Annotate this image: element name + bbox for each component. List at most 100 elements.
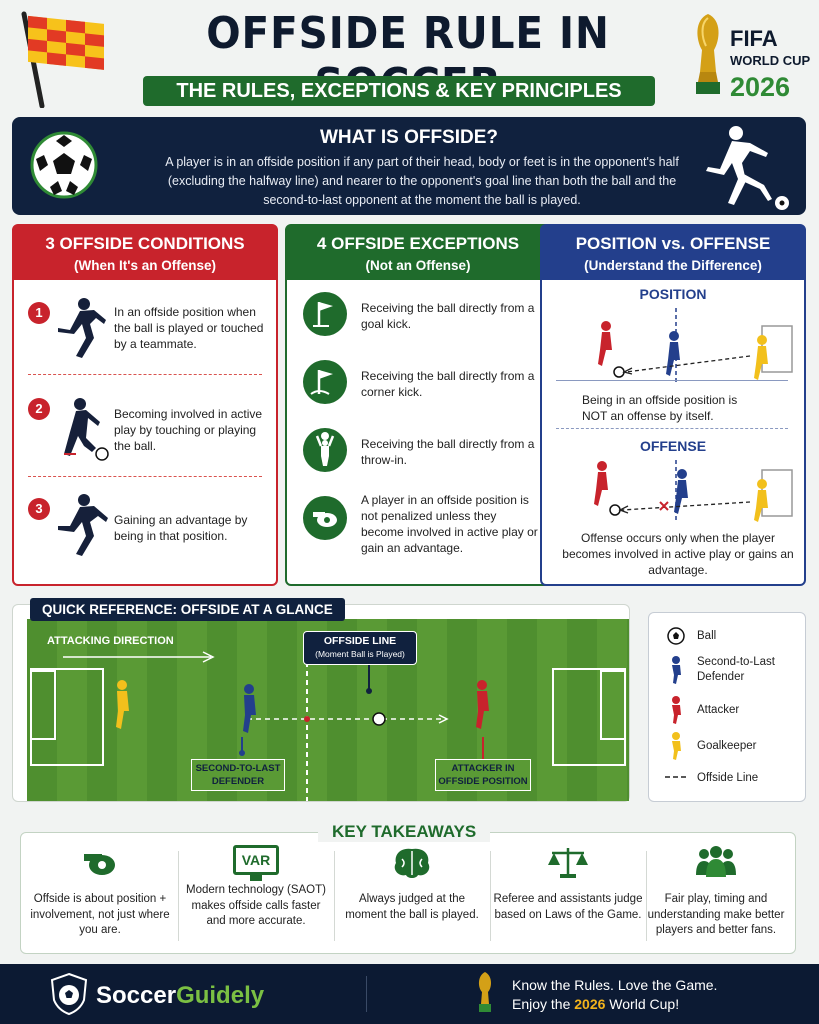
condition-3-text: Gaining an advantage by being in that po… xyxy=(114,513,248,543)
whistle-icon xyxy=(303,496,347,540)
page-subtitle: THE RULES, EXCEPTIONS & KEY PRINCIPLES xyxy=(143,76,655,106)
footer-tagline: Know the Rules. Love the Game. Enjoy the… xyxy=(512,976,717,1014)
var-monitor-icon: VAR xyxy=(233,845,279,881)
goalkeeper-figure xyxy=(754,479,768,522)
defender-figure xyxy=(243,684,256,733)
soccer-guidely-shield-logo xyxy=(50,972,88,1016)
conditions-subtitle: (When It's an Offense) xyxy=(74,258,216,273)
condition-1-text: In an offside position when the ball is … xyxy=(114,305,264,351)
attacker-icon xyxy=(672,696,681,724)
legend: Ball Second-to-Last Defender Attacker Go… xyxy=(648,612,806,802)
offside-line-sublabel: (Moment Ball is Played) xyxy=(315,649,405,659)
tagline-year: 2026 xyxy=(574,996,606,1012)
condition-number-3: 3 xyxy=(28,498,50,520)
quick-reference-panel: ATTACKING DIRECTION OFFSIDE LINE (Moment… xyxy=(12,604,630,802)
position-label: POSITION xyxy=(639,286,707,302)
attacking-direction-label: ATTACKING DIRECTION xyxy=(47,635,174,647)
header: OFFSIDE RULE IN SOCCER THE RULES, EXCEPT… xyxy=(0,0,819,112)
key-takeaways-panel: Offside is about position + involvement,… xyxy=(20,832,796,954)
team-icon xyxy=(696,846,736,877)
quick-reference-title: QUICK REFERENCE: OFFSIDE AT A GLANCE xyxy=(30,598,345,621)
divider xyxy=(366,976,367,1012)
what-is-offside-panel: WHAT IS OFFSIDE? A player is in an offsi… xyxy=(12,117,806,215)
offside-line-label: OFFSIDE LINE xyxy=(323,635,397,647)
exception-4-text: A player in an offside position is not p… xyxy=(361,493,538,555)
defender-figure xyxy=(666,331,680,376)
brand-name: SoccerGuidely xyxy=(96,982,264,1010)
position-vs-subtitle: (Understand the Difference) xyxy=(584,258,762,273)
attacker-figure xyxy=(594,461,608,506)
brand-name-part1: Soccer xyxy=(96,982,177,1009)
attacker-figure xyxy=(598,321,612,366)
exceptions-title: 4 OFFSIDE EXCEPTIONS xyxy=(316,234,520,253)
position-vs-title: POSITION vs. OFFENSE xyxy=(575,234,771,253)
offside-conditions-panel: 3 OFFSIDE CONDITIONS (When It's an Offen… xyxy=(12,224,278,586)
offense-diagram xyxy=(594,460,793,522)
exception-1-text: Receiving the ball directly from a goal … xyxy=(361,301,535,331)
exceptions-header: 4 OFFSIDE EXCEPTIONS (Not an Offense) xyxy=(287,226,549,280)
legend-defender-label: Second-to-Last Defender xyxy=(697,656,775,683)
what-is-offside-heading: WHAT IS OFFSIDE? xyxy=(319,127,499,148)
takeaway-5: Fair play, timing and understanding make… xyxy=(641,845,791,939)
attacker-callout: ATTACKER IN OFFSIDE POSITION xyxy=(435,759,531,791)
position-vs-offense-panel: POSITION vs. OFFENSE (Understand the Dif… xyxy=(540,224,806,586)
position-text: Being in an offside position is NOT an o… xyxy=(582,393,738,423)
legend-ball-label: Ball xyxy=(697,630,717,642)
brain-icon xyxy=(394,848,430,878)
takeaway-4-text: Referee and assistants judge based on La… xyxy=(493,893,643,921)
divider xyxy=(556,428,788,429)
what-is-offside-text: A player is in an offside position if an… xyxy=(165,155,679,207)
takeaway-4: Referee and assistants judge based on La… xyxy=(493,845,643,923)
legend-goalkeeper-label: Goalkeeper xyxy=(697,740,757,752)
position-vs-header: POSITION vs. OFFENSE (Understand the Dif… xyxy=(542,226,804,280)
condition-number-1: 1 xyxy=(28,302,50,324)
takeaway-1: Offside is about position + involvement,… xyxy=(25,845,175,939)
attacker-callout-line2: OFFSIDE POSITION xyxy=(438,776,528,787)
divider xyxy=(490,851,491,941)
offside-line-callout: OFFSIDE LINE (Moment Ball is Played) xyxy=(303,631,417,665)
key-takeaways-title: KEY TAKEAWAYS xyxy=(318,822,491,842)
conditions-title: 3 OFFSIDE CONDITIONS xyxy=(45,234,245,253)
condition-number-2: 2 xyxy=(28,398,50,420)
tagline-line2-c: World Cup! xyxy=(605,996,680,1012)
defender-icon xyxy=(672,656,681,684)
var-icon-text: VAR xyxy=(241,852,271,868)
takeaway-1-text: Offside is about position + involvement,… xyxy=(30,893,170,936)
exception-2-text: Receiving the ball directly from a corne… xyxy=(361,369,535,399)
legend-attacker-label: Attacker xyxy=(697,704,740,716)
tagline-line2: Enjoy the 2026 World Cup! xyxy=(512,995,717,1014)
defender-callout: SECOND-TO-LAST DEFENDER xyxy=(191,759,285,791)
goal-kick-flag-icon xyxy=(303,292,347,336)
defender-callout-line1: SECOND-TO-LAST xyxy=(195,763,281,774)
throw-in-icon xyxy=(303,428,347,472)
running-player-icon xyxy=(58,494,108,556)
whistle-icon xyxy=(84,854,115,875)
world-cup-year: 2026 xyxy=(730,72,791,102)
condition-2-text: Becoming involved in active play by touc… xyxy=(114,407,263,453)
takeaway-2: VAR Modern technology (SAOT) makes offsi… xyxy=(181,845,331,930)
takeaway-3: Always judged at the moment the ball is … xyxy=(337,845,487,923)
attacker-figure xyxy=(476,680,489,729)
defender-callout-line2: DEFENDER xyxy=(211,776,265,787)
divider xyxy=(556,380,788,381)
ball-icon xyxy=(667,627,685,645)
offside-flag-icon xyxy=(21,11,104,108)
defender-figure xyxy=(674,469,688,514)
player-with-ball-icon xyxy=(64,398,109,461)
dashed-line-icon xyxy=(665,776,689,778)
takeaway-3-text: Always judged at the moment the ball is … xyxy=(345,893,479,921)
divider xyxy=(334,851,335,941)
tagline-line1: Know the Rules. Love the Game. xyxy=(512,977,718,993)
world-cup-trophy-icon xyxy=(478,972,492,1012)
legend-offside-line-label: Offside Line xyxy=(697,772,759,784)
conditions-header: 3 OFFSIDE CONDITIONS (When It's an Offen… xyxy=(14,226,276,280)
takeaway-5-text: Fair play, timing and understanding make… xyxy=(647,893,785,936)
footer xyxy=(0,964,819,1024)
running-player-icon xyxy=(58,298,106,358)
goalkeeper-figure xyxy=(116,680,129,729)
position-diagram xyxy=(598,308,793,382)
world-cup-trophy-icon xyxy=(696,14,720,94)
goalkeeper-figure xyxy=(754,335,768,380)
tagline-line2-a: Enjoy the xyxy=(512,996,575,1012)
offense-label: OFFENSE xyxy=(639,438,707,454)
